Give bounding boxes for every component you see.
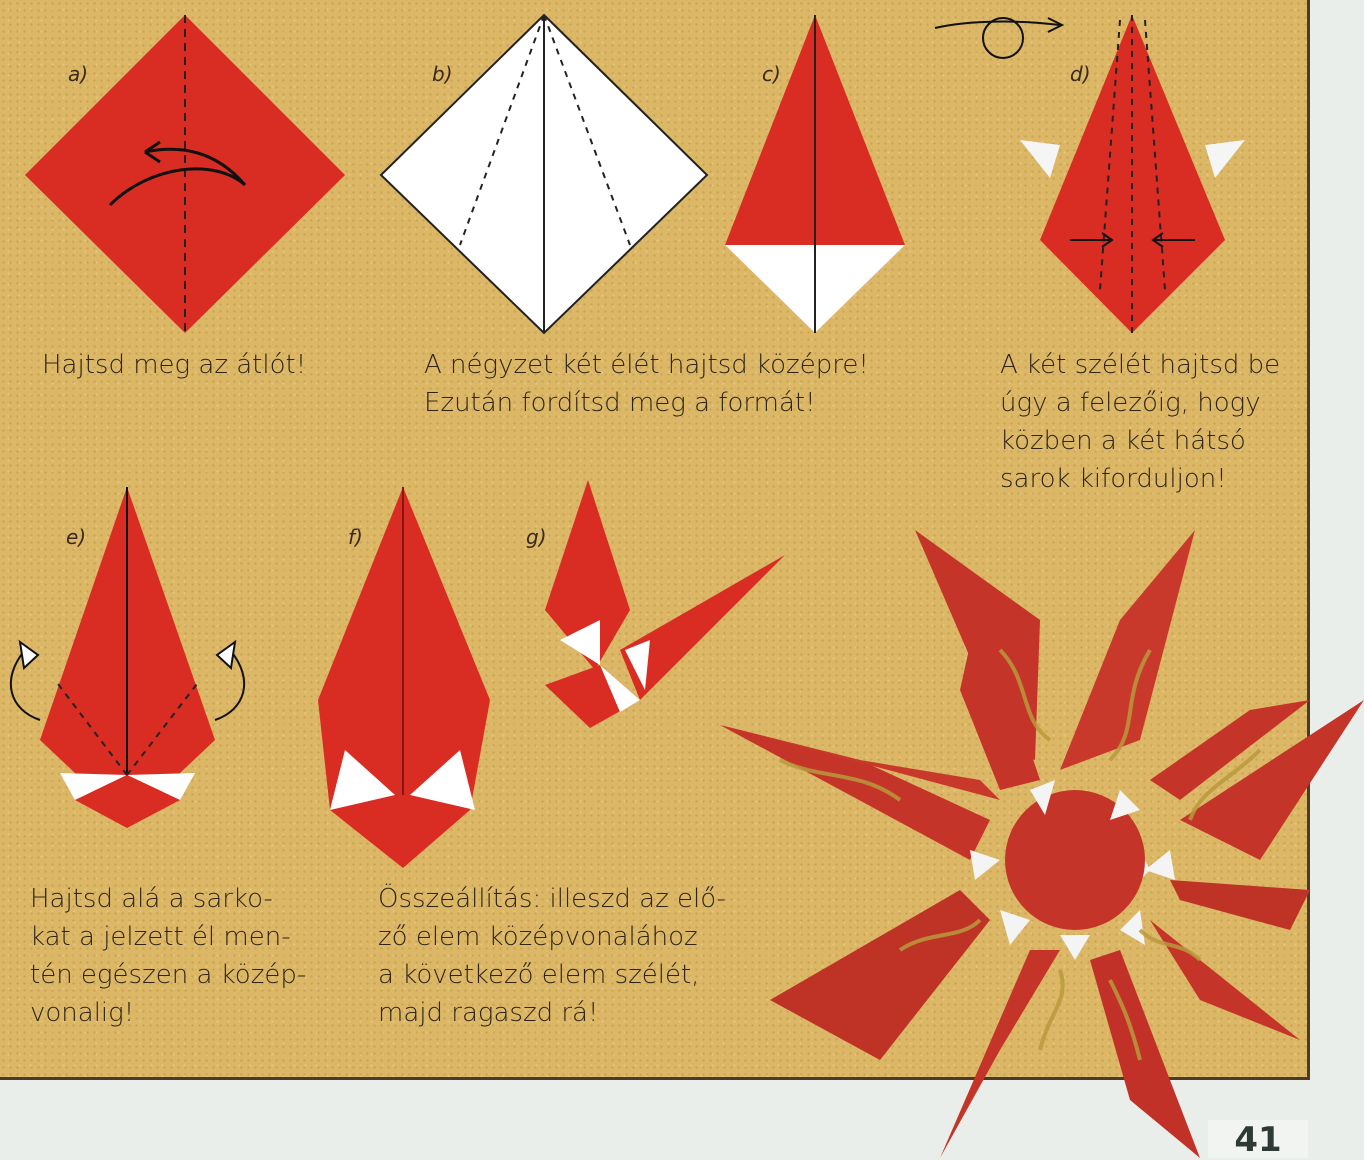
step-b-label: b) — [432, 62, 453, 86]
step-d-caption: A két szélét hajtsd be úgy a felezőig, h… — [1000, 346, 1300, 498]
step-g-diagram — [545, 480, 785, 728]
step-g-label: g) — [526, 525, 547, 549]
step-d-label: d) — [1070, 62, 1091, 86]
step-b-caption: A négyzet két élét hajtsd középre! Ezutá… — [424, 346, 904, 422]
step-f-label: f) — [348, 525, 363, 549]
step-f-diagram — [318, 487, 490, 868]
step-f-caption: Összeállítás: illeszd az elő- ző elem kö… — [378, 880, 758, 1032]
step-c-label: c) — [762, 62, 781, 86]
step-e-caption: Hajtsd alá a sarko- kat a jelzett él men… — [30, 880, 350, 1032]
step-a-caption: Hajtsd meg az átlót! — [42, 346, 362, 384]
step-c-diagram — [725, 15, 905, 333]
step-b-diagram — [381, 15, 707, 333]
page-number: 41 — [1208, 1120, 1308, 1158]
step-a-label: a) — [68, 62, 88, 86]
step-e-diagram — [11, 487, 244, 828]
finished-star-photo — [720, 530, 1364, 1158]
step-e-label: e) — [66, 525, 86, 549]
